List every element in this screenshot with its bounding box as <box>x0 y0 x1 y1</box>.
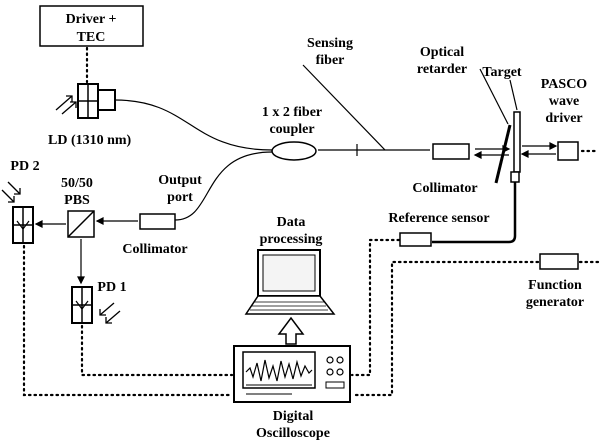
pd1-label: PD 1 <box>97 280 126 295</box>
left-beam-arrow-icon <box>95 217 138 225</box>
output-fiber <box>174 151 273 221</box>
target-plate <box>513 111 521 173</box>
target-leader-line <box>509 79 518 111</box>
pbs-label-2: PBS <box>64 193 90 208</box>
collimator-right <box>432 143 470 160</box>
collimator-right-label: Collimator <box>412 181 477 196</box>
photodetector-2-icon <box>12 206 34 244</box>
data-processing-label-2: processing <box>260 232 323 247</box>
pd1-arrows-icon <box>99 302 121 324</box>
driver-tec-box <box>39 5 144 47</box>
reference-sensor <box>399 232 432 247</box>
ld-light-arrows-icon <box>55 95 77 115</box>
pbs-to-pd1-arrow-icon <box>77 239 85 285</box>
ld-label: LD (1310 nm) <box>48 133 132 148</box>
pasco-label-2: wave <box>549 94 579 109</box>
reference-sensor-label: Reference sensor <box>388 211 489 226</box>
sensing-fiber-label-2: fiber <box>316 53 345 68</box>
pasco-arrows-icon <box>520 142 558 158</box>
data-processing-label-1: Data <box>277 215 306 230</box>
oscilloscope-label-2: Oscilloscope <box>256 426 330 441</box>
sensing-leader-line <box>302 64 386 151</box>
photodetector-1-icon <box>71 286 93 324</box>
collimator-left-label: Collimator <box>122 242 187 257</box>
coupler-label-2: coupler <box>269 122 314 137</box>
driver-tec-label-1: Driver + <box>66 12 117 27</box>
retarder-leader-line <box>479 68 509 125</box>
data-flow-arrow-icon <box>277 316 305 345</box>
collimator-left <box>139 213 176 230</box>
pasco-label-1: PASCO <box>541 77 588 92</box>
output-port-label-1: Output <box>158 173 202 188</box>
pasco-wave-driver <box>557 141 579 161</box>
pd1-wire <box>80 324 234 377</box>
function-generator <box>539 253 579 270</box>
beam-splitter-icon <box>67 210 95 238</box>
oscilloscope-icon <box>233 345 351 403</box>
ld-fiber <box>114 99 273 151</box>
reference-sensor-wire <box>350 238 401 377</box>
driver-tec-label-2: TEC <box>77 30 106 45</box>
fiber-coupler <box>271 141 317 161</box>
function-generator-label-2: generator <box>526 295 584 310</box>
output-port-label-2: port <box>167 190 193 205</box>
sensing-fiber-label-1: Sensing <box>307 36 353 51</box>
coupler-label-1: 1 x 2 fiber <box>262 105 322 120</box>
pd2-arrows-icon <box>1 181 21 203</box>
optical-retarder <box>494 124 512 184</box>
reference-sensor-tip <box>510 171 520 183</box>
pd2-wire <box>22 244 234 397</box>
pbs-label-1: 50/50 <box>61 176 93 191</box>
laser-diode-icon <box>77 83 116 119</box>
pd2-label: PD 2 <box>10 159 39 174</box>
function-generator-wire <box>350 260 540 397</box>
optical-retarder-label-1: Optical <box>420 45 464 60</box>
laptop-icon <box>244 249 336 315</box>
reference-sensor-cable <box>432 182 517 244</box>
optical-retarder-label-2: retarder <box>417 62 467 77</box>
function-generator-label-1: Function <box>528 278 582 293</box>
target-label: Target <box>482 65 521 80</box>
oscilloscope-label-1: Digital <box>273 409 314 424</box>
pasco-label-3: driver <box>545 111 582 126</box>
pbs-to-pd2-arrow-icon <box>34 220 66 228</box>
